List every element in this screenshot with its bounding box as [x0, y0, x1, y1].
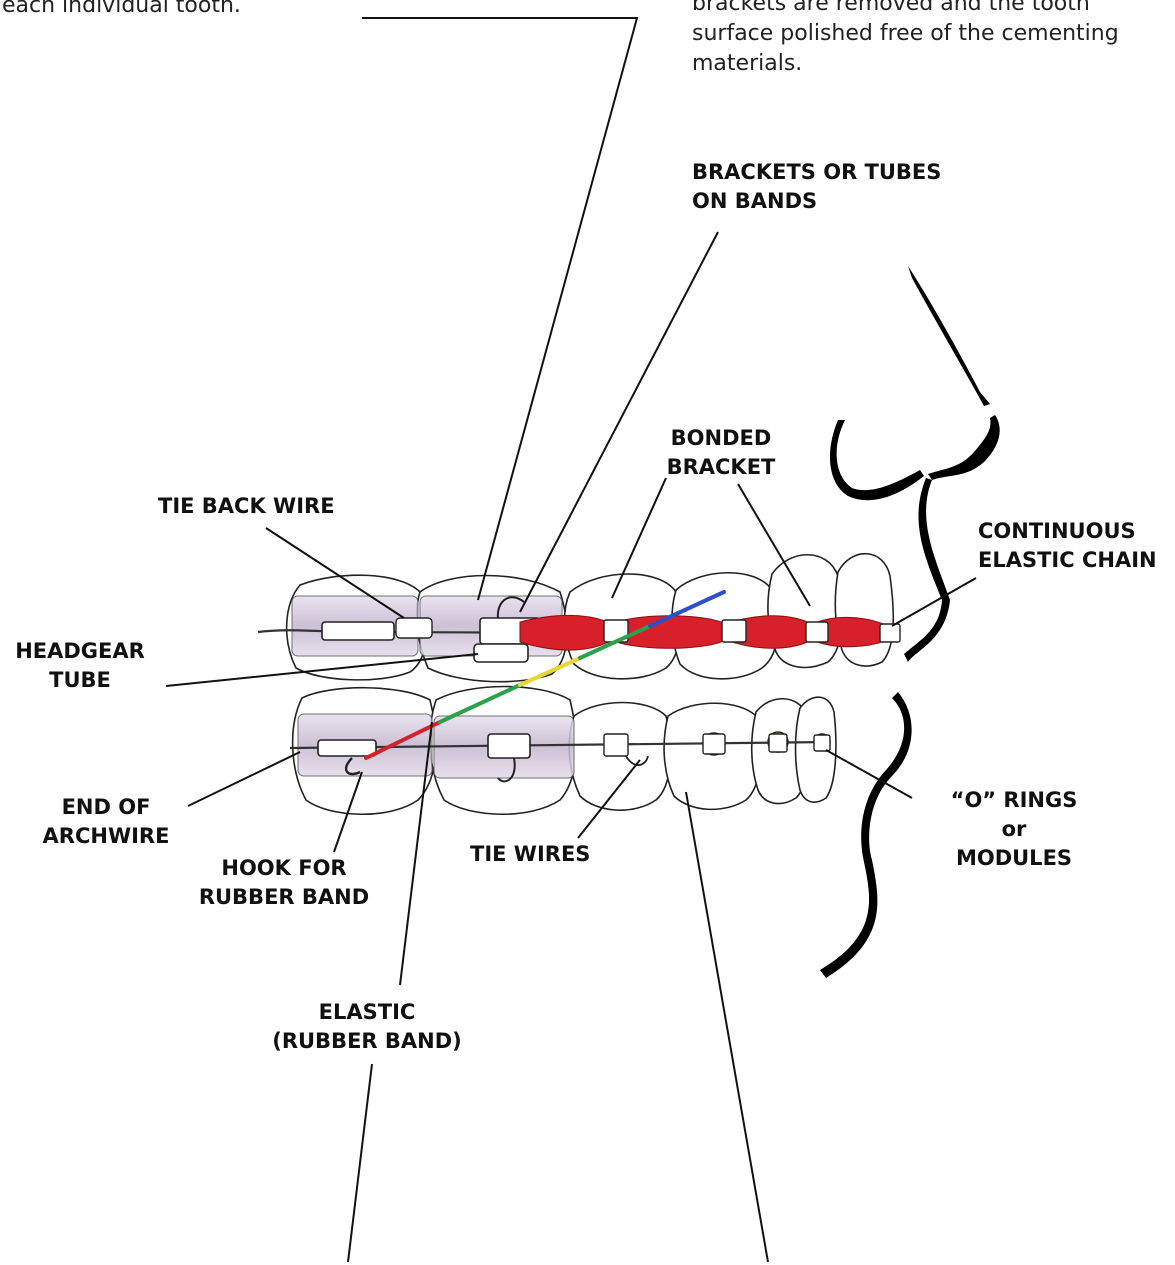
lower-premolar-1 — [664, 703, 761, 809]
label-continuous-chain-line-2: ELASTIC CHAIN — [978, 546, 1157, 575]
label-tie-back-wire-line-1: TIE BACK WIRE — [158, 492, 335, 521]
leader-end-archwire — [188, 752, 300, 806]
nose-bridge — [908, 266, 990, 406]
lower-molar-2-tube — [318, 740, 376, 756]
leader-bottom-right — [686, 792, 768, 1262]
label-o-rings-line-1: “O” RINGS — [930, 786, 1098, 815]
upper-molar-2-tube — [322, 622, 394, 640]
lower-molar-1-bracket — [488, 734, 530, 758]
label-tie-wires: TIE WIRES — [470, 840, 590, 869]
label-o-rings: “O” RINGS or MODULES — [930, 786, 1098, 873]
lower-bracket-incisor — [814, 735, 830, 751]
leader-continuous — [892, 578, 976, 626]
label-bonded-bracket-line-2: BRACKET — [636, 453, 806, 482]
bracket-premolar-1 — [722, 620, 746, 642]
label-end-of-archwire-line-2: ARCHWIRE — [28, 822, 184, 851]
upper-canine — [768, 555, 842, 668]
label-elastic-line-2: (RUBBER BAND) — [262, 1027, 472, 1056]
elastic-chain-shape — [520, 615, 888, 650]
label-brackets-tubes-line-1: BRACKETS OR TUBES — [692, 158, 941, 187]
label-headgear-tube: HEADGEAR TUBE — [4, 637, 156, 695]
label-end-of-archwire: END OF ARCHWIRE — [28, 793, 184, 851]
label-brackets-tubes: BRACKETS OR TUBES ON BANDS — [692, 158, 941, 216]
label-brackets-tubes-line-2: ON BANDS — [692, 187, 941, 216]
top-right-line-2: surface polished free of the cementing — [692, 19, 1172, 49]
label-continuous-chain: CONTINUOUS ELASTIC CHAIN — [978, 517, 1157, 575]
lower-bracket-canine — [769, 734, 787, 752]
label-hook-rubber-band: HOOK FOR RUBBER BAND — [186, 854, 382, 912]
bracket-incisor — [880, 624, 900, 642]
top-right-line-1: brackets are removed and the tooth — [692, 0, 1172, 19]
bracket-canine — [806, 622, 828, 642]
top-right-line-3: materials. — [692, 49, 1172, 79]
leader-brackets-tubes — [520, 232, 718, 612]
label-hook-rubber-band-line-2: RUBBER BAND — [186, 883, 382, 912]
label-elastic-line-1: ELASTIC — [262, 998, 472, 1027]
upper-lip — [904, 478, 950, 662]
nose-tip — [928, 415, 1000, 480]
label-continuous-chain-line-1: CONTINUOUS — [978, 517, 1157, 546]
label-hook-rubber-band-line-1: HOOK FOR — [186, 854, 382, 883]
nostril — [830, 420, 924, 500]
label-tie-wires-line-1: TIE WIRES — [470, 840, 590, 869]
label-tie-back-wire: TIE BACK WIRE — [158, 492, 335, 521]
upper-incisor — [835, 554, 893, 666]
tie-back-coil — [396, 618, 432, 638]
top-left-text: each individual tooth. — [2, 0, 342, 21]
label-bonded-bracket: BONDED BRACKET — [636, 424, 806, 482]
top-right-text: brackets are removed and the tooth surfa… — [692, 0, 1172, 79]
headgear-tube-shape — [474, 644, 528, 662]
label-elastic: ELASTIC (RUBBER BAND) — [262, 998, 472, 1056]
leader-top — [362, 18, 637, 600]
label-bonded-bracket-line-1: BONDED — [636, 424, 806, 453]
label-end-of-archwire-line-1: END OF — [28, 793, 184, 822]
label-o-rings-line-2: or — [930, 815, 1098, 844]
lower-bracket-premolar-1 — [703, 734, 725, 754]
leader-elastic-down — [348, 1064, 372, 1262]
label-headgear-tube-line-2: TUBE — [4, 666, 156, 695]
label-o-rings-line-3: MODULES — [930, 844, 1098, 873]
lower-bracket-premolar-2 — [604, 734, 628, 756]
label-headgear-tube-line-1: HEADGEAR — [4, 637, 156, 666]
